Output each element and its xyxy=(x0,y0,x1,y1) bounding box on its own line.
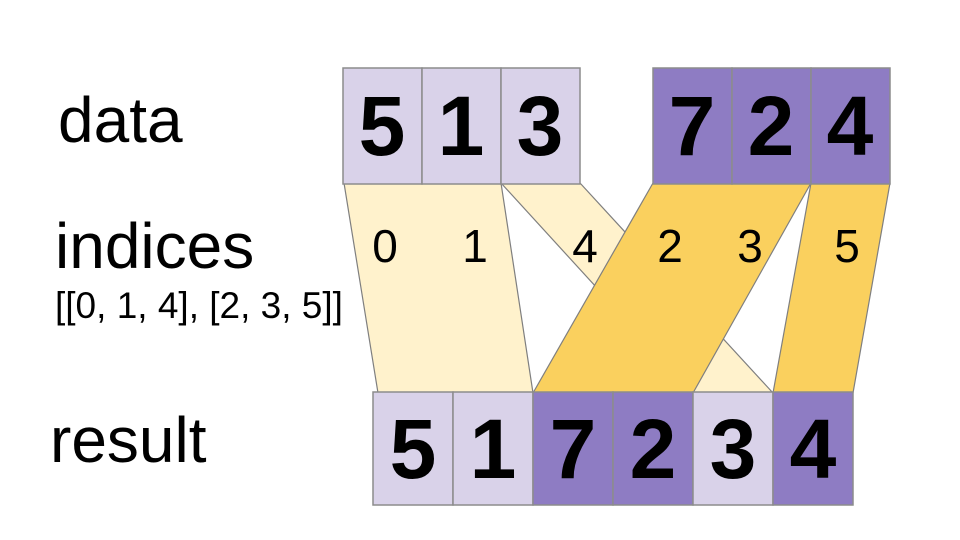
result-value-1: 1 xyxy=(470,402,517,496)
data1-value-1: 1 xyxy=(438,79,485,173)
result-cell-0 xyxy=(372,391,454,506)
index-bands: 0 1 4 2 3 5 xyxy=(343,182,891,394)
band-indices-0-1 xyxy=(343,182,534,394)
result-label: result xyxy=(50,404,207,476)
index-label-5: 5 xyxy=(834,220,860,272)
index-label-3: 3 xyxy=(737,220,763,272)
result-value-3: 2 xyxy=(630,402,677,496)
index-label-0: 0 xyxy=(372,220,398,272)
result-value-5: 4 xyxy=(790,402,837,496)
data2-value-1: 2 xyxy=(748,79,795,173)
result-array: 5 1 7 2 3 4 xyxy=(372,391,854,506)
data2-cell-1 xyxy=(731,67,812,185)
index-label-1: 1 xyxy=(462,220,488,272)
data2-value-0: 7 xyxy=(669,79,716,173)
data1-cell-2 xyxy=(500,67,581,185)
result-value-2: 7 xyxy=(550,402,597,496)
result-cell-3 xyxy=(612,391,694,506)
data2-value-2: 4 xyxy=(827,79,874,173)
row-labels: data indices [[0, 1, 4], [2, 3, 5]] resu… xyxy=(50,84,343,476)
data1-value-2: 3 xyxy=(517,79,564,173)
data-array-1: 5 1 3 xyxy=(342,67,581,185)
indices-label: indices xyxy=(55,210,254,282)
result-value-4: 3 xyxy=(710,402,757,496)
result-value-0: 5 xyxy=(390,402,437,496)
result-cell-4 xyxy=(692,391,774,506)
index-label-4: 4 xyxy=(572,220,598,272)
indices-value-label: [[0, 1, 4], [2, 3, 5]] xyxy=(55,285,343,326)
data1-cell-1 xyxy=(421,67,502,185)
data-label: data xyxy=(58,84,183,156)
data1-value-0: 5 xyxy=(359,79,406,173)
index-label-2: 2 xyxy=(657,220,683,272)
data2-cell-2 xyxy=(810,67,891,185)
result-cell-5 xyxy=(772,391,854,506)
result-cell-1 xyxy=(452,391,534,506)
data-array-2: 7 2 4 xyxy=(652,67,891,185)
